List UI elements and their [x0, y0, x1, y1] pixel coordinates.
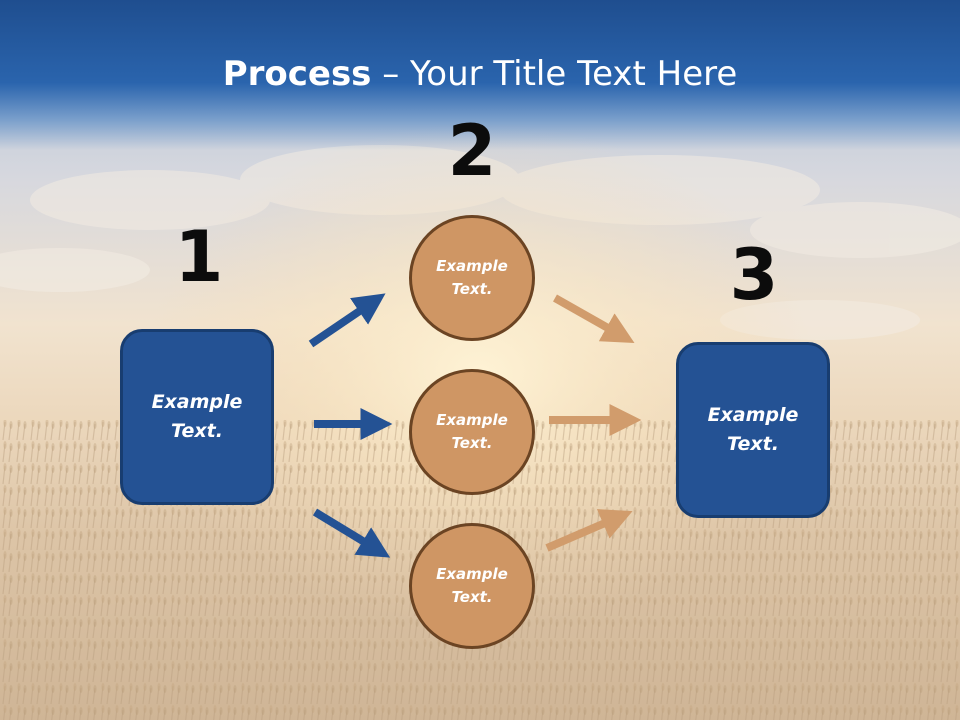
arrow-1-to-2-top: [308, 293, 386, 348]
arrow-2-bottom-to-3: [545, 509, 633, 552]
slide-title: Process – Your Title Text Here: [0, 52, 960, 96]
step-1-box: Example Text.: [120, 329, 274, 505]
arrow-2-top-to-3: [553, 294, 635, 344]
step-2-circle-top: Example Text.: [409, 215, 535, 341]
title-rest: – Your Title Text Here: [371, 54, 738, 94]
title-bold: Process: [222, 54, 372, 94]
step-2-circle-bottom-label: Example Text.: [436, 565, 508, 606]
step-3-box: Example Text.: [676, 342, 830, 518]
step-3-label: Example Text.: [707, 404, 799, 455]
step-1-label: Example Text.: [151, 391, 243, 442]
step-2-circle-middle: Example Text.: [409, 369, 535, 495]
title-bar: [0, 0, 960, 150]
step-number-1: 1: [174, 216, 224, 298]
step-number-2: 2: [447, 110, 497, 192]
step-number-3: 3: [729, 234, 779, 316]
step-2-circle-middle-label: Example Text.: [436, 411, 508, 452]
step-2-circle-top-label: Example Text.: [436, 257, 508, 298]
step-2-circle-bottom: Example Text.: [409, 523, 535, 649]
arrow-1-to-2-bottom: [312, 508, 391, 558]
